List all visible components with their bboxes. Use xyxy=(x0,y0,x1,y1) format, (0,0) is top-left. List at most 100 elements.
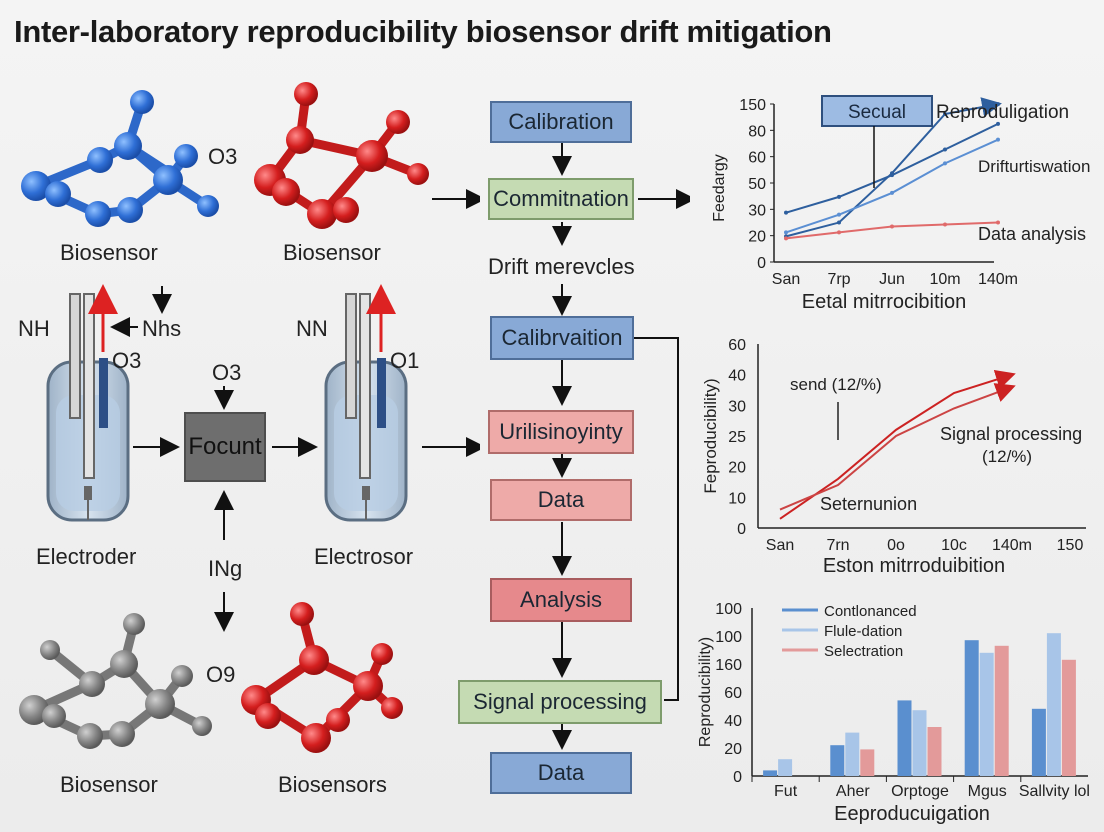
chart3-y-tick: 20 xyxy=(724,741,742,758)
chart3-y-tick: 0 xyxy=(733,769,742,786)
chart1-y-tick: 150 xyxy=(739,97,766,114)
chart3-x-tick: Orptoge xyxy=(891,783,949,800)
biosensor-label-2: Biosensor xyxy=(283,240,381,265)
chart3-y-tick: 100 xyxy=(715,629,742,646)
chart1-x-tick: San xyxy=(772,271,800,288)
flow-data-box-2: Data xyxy=(490,752,632,794)
chart2-y-tick: 40 xyxy=(728,368,746,385)
chart1-y-tick: 50 xyxy=(748,176,766,193)
chart2-x-tick: 7rn xyxy=(826,537,849,554)
chart2-x-label: Eston mitrroduibition xyxy=(823,555,1005,577)
chart1-point xyxy=(890,224,894,229)
chart1-point xyxy=(784,236,788,241)
left-illustration xyxy=(19,82,480,753)
chart3-bar xyxy=(860,749,875,776)
chart2-y-tick: 20 xyxy=(728,460,746,477)
flow-drift-text: Drift merevcles xyxy=(488,254,635,279)
chart1-point xyxy=(837,194,841,199)
chart1-point xyxy=(837,230,841,235)
chart1-legend-label: Secual xyxy=(848,102,906,123)
chart1-annotation: Data analysis xyxy=(978,224,1086,244)
chart1-y-tick: 0 xyxy=(757,255,766,272)
chart1-legend-box xyxy=(821,95,933,127)
chart1-point xyxy=(943,112,947,116)
nn-label: NN xyxy=(296,316,328,341)
flow-commitnation-box: Commitnation xyxy=(488,178,634,220)
chart2-x-tick: 0o xyxy=(887,537,905,554)
chart2-y-tick: 30 xyxy=(728,398,746,415)
chart1-annotation: Drifturtiswation xyxy=(978,157,1090,176)
chart1-point xyxy=(837,212,841,217)
chart1-y-label: Feedargy xyxy=(711,154,728,222)
chart3-bar xyxy=(994,645,1009,776)
biosensor-label-3: Biosensor xyxy=(60,772,158,797)
chart2-annotation: send (12/%) xyxy=(790,375,882,394)
chart3-bar xyxy=(830,745,845,776)
chart2-y-tick: 10 xyxy=(728,490,746,507)
chart2-x-tick: 150 xyxy=(1057,537,1084,554)
flowchart-connectors xyxy=(552,142,690,750)
chart3-bar xyxy=(979,652,994,776)
chart2-y-tick: 0 xyxy=(737,521,746,538)
chart1-point xyxy=(837,220,841,225)
chart1-x-tick: 7rp xyxy=(827,271,850,288)
chart1-annotation: Reproduligation xyxy=(936,102,1069,123)
chart1-point xyxy=(943,222,947,227)
chart2-y-tick: 60 xyxy=(728,337,746,354)
flow-data-box-1: Data xyxy=(490,479,632,521)
ing-label: INg xyxy=(208,556,243,581)
chart1-point xyxy=(784,230,788,235)
chart1-y-tick: 80 xyxy=(748,123,766,140)
chart1-y-tick: 20 xyxy=(748,229,766,246)
chart2-y-tick: 25 xyxy=(728,429,746,446)
chart3-legend-label: Flule-dation xyxy=(824,623,902,640)
o1-label: O1 xyxy=(390,348,420,373)
chart3-bar xyxy=(927,727,942,776)
chart3-bar xyxy=(763,770,778,776)
o9-label: O9 xyxy=(206,662,236,687)
chart1-point xyxy=(996,102,1000,107)
chart3-y-tick: 160 xyxy=(715,657,742,674)
chart1-point xyxy=(890,171,894,176)
chart1-x-tick: 10m xyxy=(929,271,960,288)
chart3-bar xyxy=(1046,633,1061,776)
chart2-y-label: Feproducibility) xyxy=(701,378,720,493)
chart1-point xyxy=(996,137,1000,142)
chart2-series-line xyxy=(779,383,1016,511)
o3-label-focunt: O3 xyxy=(212,360,242,385)
page-title: Inter-laboratory reproducibility biosens… xyxy=(14,14,832,49)
chart3-bar xyxy=(1061,659,1076,776)
chart1-point xyxy=(890,190,894,195)
chart3-bar xyxy=(778,759,793,776)
chart3-legend-label: Contlonanced xyxy=(824,603,917,620)
chart3-x-tick: Fut xyxy=(774,783,798,800)
chart3-bar xyxy=(1031,708,1046,776)
electrode-cell-right-icon xyxy=(324,284,408,522)
flow-calibration-box: Calibration xyxy=(490,101,632,143)
chart3-x-label: Eeproducuigation xyxy=(834,803,990,825)
chart1-x-tick: Jun xyxy=(879,271,905,288)
focunt-box: Focunt xyxy=(184,412,266,482)
o3-label-left: O3 xyxy=(112,348,142,373)
chart1-x-label: Eetal mitrrocibition xyxy=(802,291,967,313)
chart1-y-tick: 30 xyxy=(748,202,766,219)
biosensor-label-1: Biosensor xyxy=(60,240,158,265)
chart1-y-tick: 60 xyxy=(748,150,766,167)
chart1-point xyxy=(943,147,947,152)
chart1-x-tick: 140m xyxy=(978,271,1018,288)
flow-urilisinoyinty-box: Urilisinoyinty xyxy=(488,410,634,454)
chart3-bar xyxy=(845,732,860,776)
chart1-point xyxy=(784,210,788,215)
chart3-legend-label: Selectration xyxy=(824,643,903,660)
electrode-cell-left-icon xyxy=(46,284,130,522)
chart2-annotation: Signal processing xyxy=(940,424,1082,444)
chart3-y-tick: 60 xyxy=(724,685,742,702)
electrosor-label: Electrosor xyxy=(314,544,414,569)
chart1-series-line xyxy=(785,138,999,234)
nhs-label: Nhs xyxy=(142,316,182,341)
chart1-point xyxy=(943,161,947,166)
chart3-y-label: Reproducibility) xyxy=(697,637,714,747)
